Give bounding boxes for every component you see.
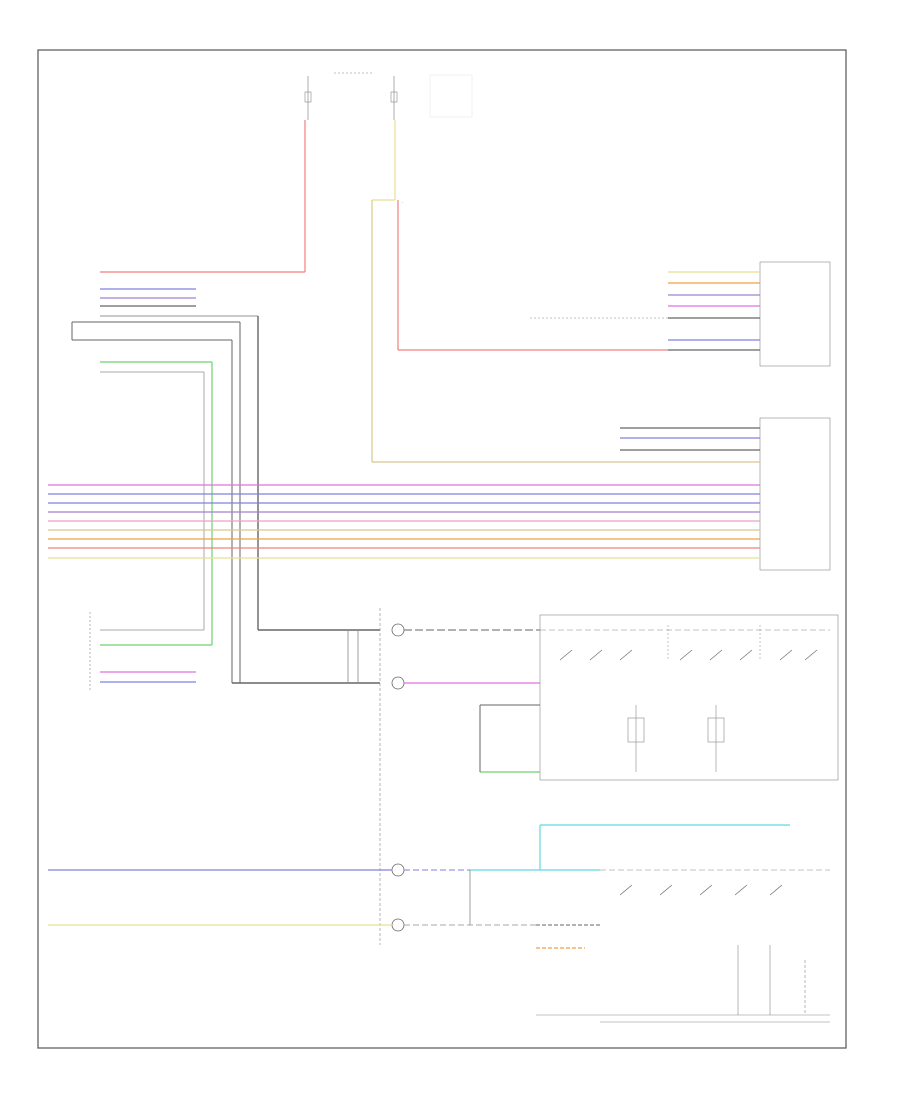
left-steering-wheel-switch	[469, 824, 830, 1023]
rsws-switch-8	[804, 649, 818, 661]
fuse-symbol-right	[390, 91, 398, 103]
rsws-switch-5	[709, 649, 723, 661]
right-steering-wheel-switch	[479, 614, 839, 781]
clockspring	[48, 608, 540, 945]
diagram-frame	[37, 49, 847, 1049]
fuse-symbol-left	[304, 91, 312, 103]
audio-unit-box	[759, 417, 831, 571]
splice-label: ·	[402, 200, 403, 205]
lsws-switch-2	[659, 884, 673, 896]
rsws-switch-2	[589, 649, 603, 661]
rsws-box	[539, 614, 839, 781]
power-feed-top: ·	[100, 72, 668, 463]
rsws-resistor-block-1	[627, 717, 645, 743]
rsws-switch-7	[779, 649, 793, 661]
lsws-switch-5	[769, 884, 783, 896]
rsws-switch-6	[739, 649, 753, 661]
clockspring-terminal-4	[391, 918, 405, 932]
rsws-resistor-block-2	[707, 717, 725, 743]
rsws-switch-4	[679, 649, 693, 661]
front-controls-interface-module	[530, 261, 831, 367]
rsws-switch-1	[559, 649, 573, 661]
steering-wheel-module-wires	[71, 288, 380, 683]
lsws-switch-4	[734, 884, 748, 896]
rsws-switch-3	[619, 649, 633, 661]
clockspring-terminal-2	[391, 676, 405, 690]
clockspring-terminal-1	[391, 623, 405, 637]
fcim-box	[759, 261, 831, 367]
sjb-text-block	[429, 74, 473, 118]
audio-unit	[48, 417, 831, 571]
lsws-switch-1	[619, 884, 633, 896]
instrument-panel-cluster	[89, 612, 380, 692]
lsws-switch-3	[699, 884, 713, 896]
clockspring-terminal-3	[391, 863, 405, 877]
